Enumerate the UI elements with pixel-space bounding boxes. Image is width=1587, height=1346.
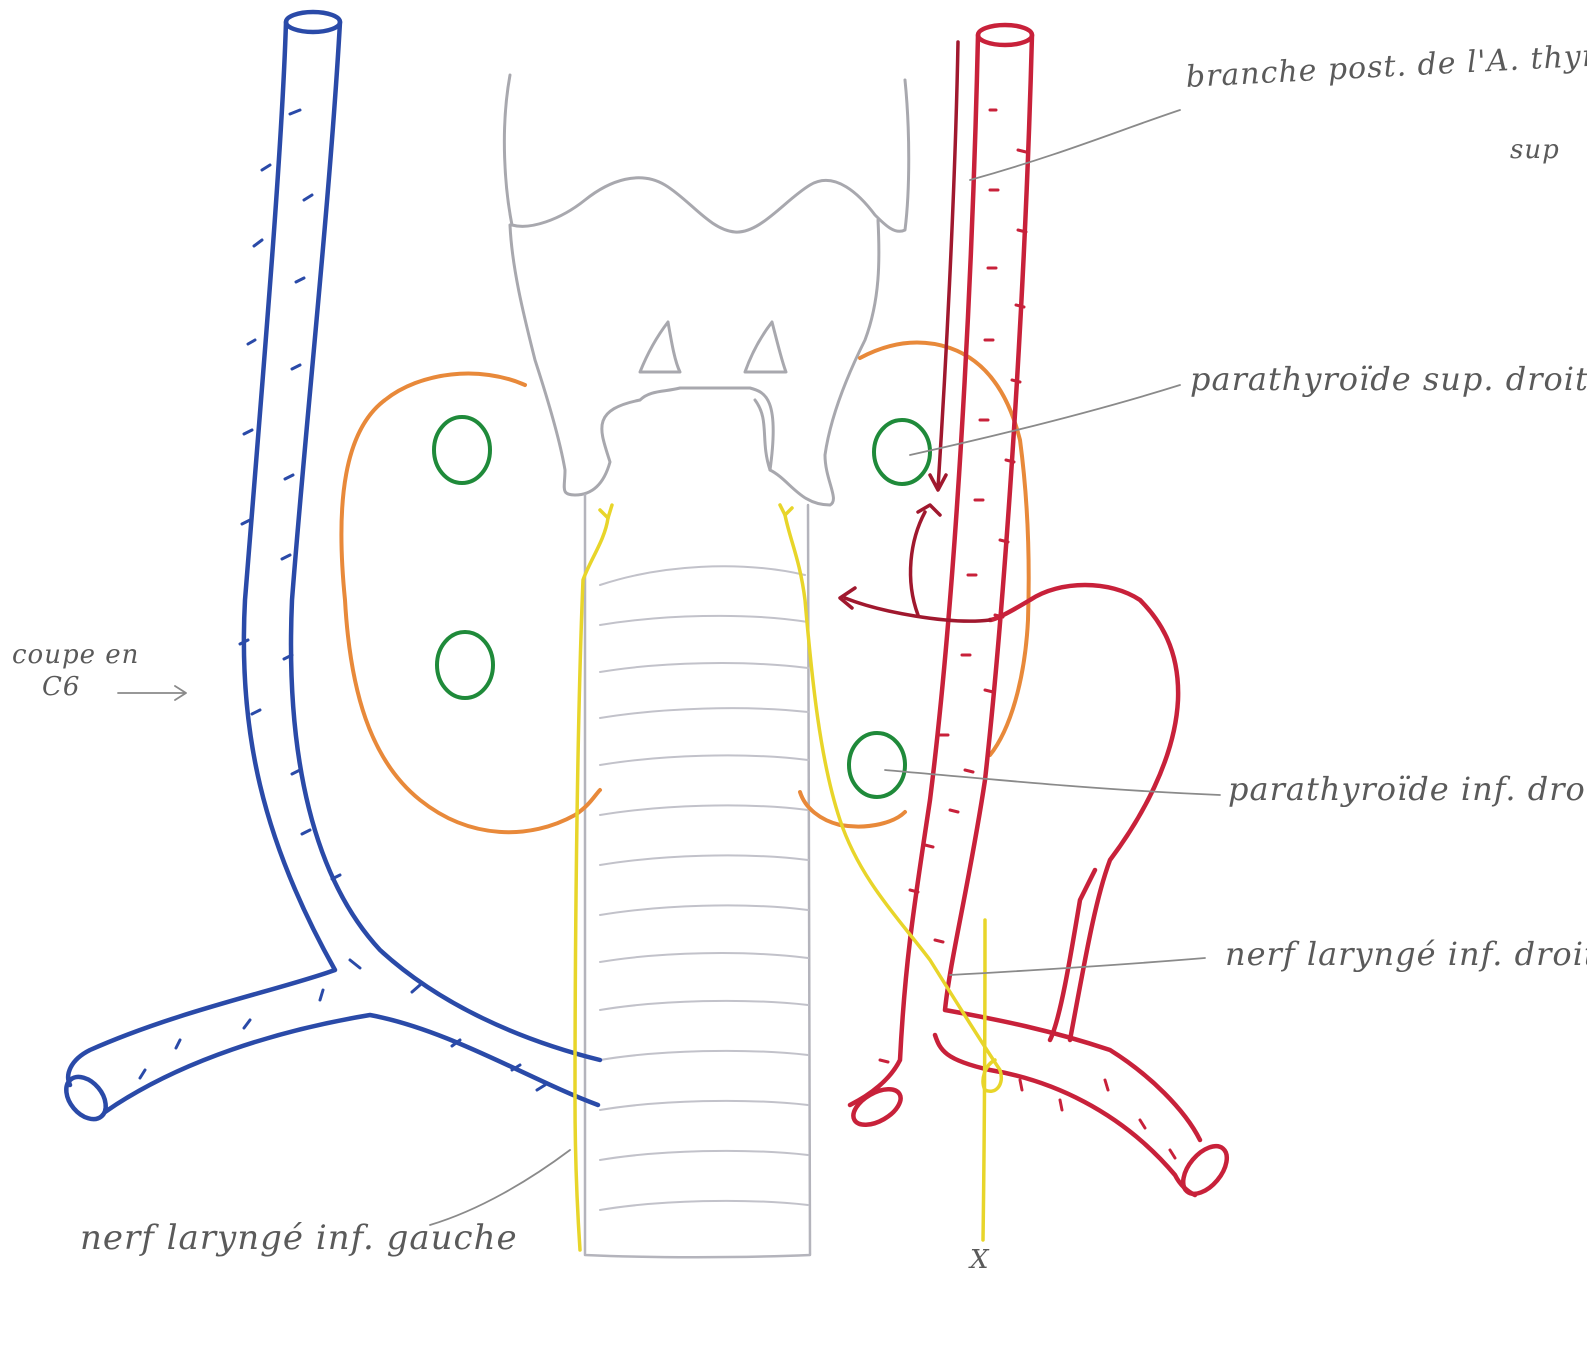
nerves <box>575 505 1001 1250</box>
jugular-vein <box>58 12 600 1127</box>
label-coupe-en: coupe en <box>12 640 139 670</box>
label-nerf-laryngee-inf-gauche: nerf laryngé inf. gauche <box>80 1218 518 1258</box>
tracheal-rings <box>600 566 808 1210</box>
left-recurrent-laryngeal-nerve <box>575 518 608 1250</box>
right-recurrent-laryngeal-nerve <box>785 515 1001 1091</box>
parathyroid-lower-left <box>437 632 493 698</box>
thyroid-left-lobe <box>341 374 600 833</box>
label-c6: C6 <box>42 672 80 702</box>
leader-lines <box>118 110 1220 1225</box>
label-branche-post-sup: sup <box>1510 135 1560 165</box>
label-nerf-laryngee-inf-droit: nerf laryngé inf. droit <box>1225 935 1587 973</box>
trachea <box>585 495 810 1257</box>
parathyroid-upper-left <box>434 417 490 483</box>
parathyroid-lower-right <box>849 733 905 797</box>
vein-ticks <box>140 110 545 1090</box>
label-x-nerve: X <box>970 1245 990 1275</box>
thyroid-cartilage <box>504 75 908 505</box>
label-parathyroide-sup-droite: parathyroïde sup. droite <box>1190 360 1587 398</box>
vagus-nerve <box>983 920 985 1240</box>
label-parathyroide-inf-droite: parathyroïde inf. droite <box>1228 770 1587 808</box>
